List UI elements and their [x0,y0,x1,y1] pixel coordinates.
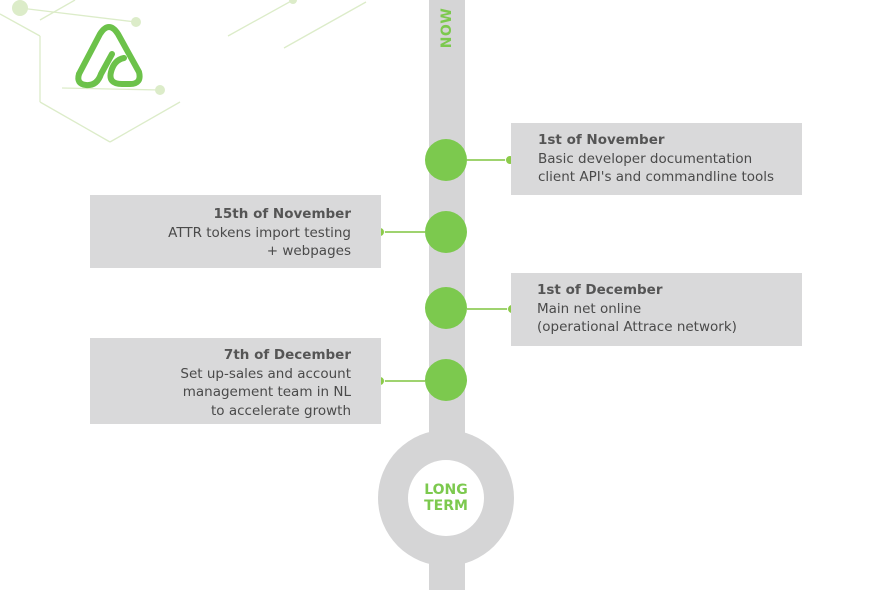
long-term-line-2: TERM [424,498,468,514]
milestone-text: management team in NL [182,384,351,400]
milestone-text: Main net online [537,300,642,317]
milestone-date: 15th of November [213,206,351,222]
milestone-card-4: 7th of December Set up-sales and account… [90,338,381,424]
milestone-text: Basic developer documentation [538,150,753,167]
milestone-text: + webpages [266,243,351,259]
long-term-label: LONG TERM [408,460,484,536]
milestone-connector-2 [381,231,425,233]
milestone-node-2 [425,211,467,253]
milestone-date: 1st of December [537,282,663,298]
milestone-card-3: 1st of December Main net online (operati… [511,273,802,346]
milestone-card-2: 15th of November ATTR tokens import test… [90,195,381,268]
now-label: NOW [439,7,455,49]
milestone-text: client API's and commandline tools [538,169,775,185]
milestone-node-4 [425,359,467,401]
milestone-text: Set up-sales and account [180,365,351,382]
milestone-text: ATTR tokens import testing [168,224,351,241]
milestone-text: (operational Attrace network) [537,319,737,335]
milestone-text: to accelerate growth [210,402,351,419]
long-term-line-1: LONG [424,482,468,498]
milestone-date: 7th of December [223,347,351,363]
milestone-node-3 [425,287,467,329]
milestone-node-1 [425,139,467,181]
milestone-connector-1 [467,159,511,161]
milestone-card-1: 1st of November Basic developer document… [511,123,802,195]
milestone-connector-4 [381,380,425,382]
milestone-date: 1st of November [538,132,665,148]
milestone-connector-3 [467,308,511,310]
